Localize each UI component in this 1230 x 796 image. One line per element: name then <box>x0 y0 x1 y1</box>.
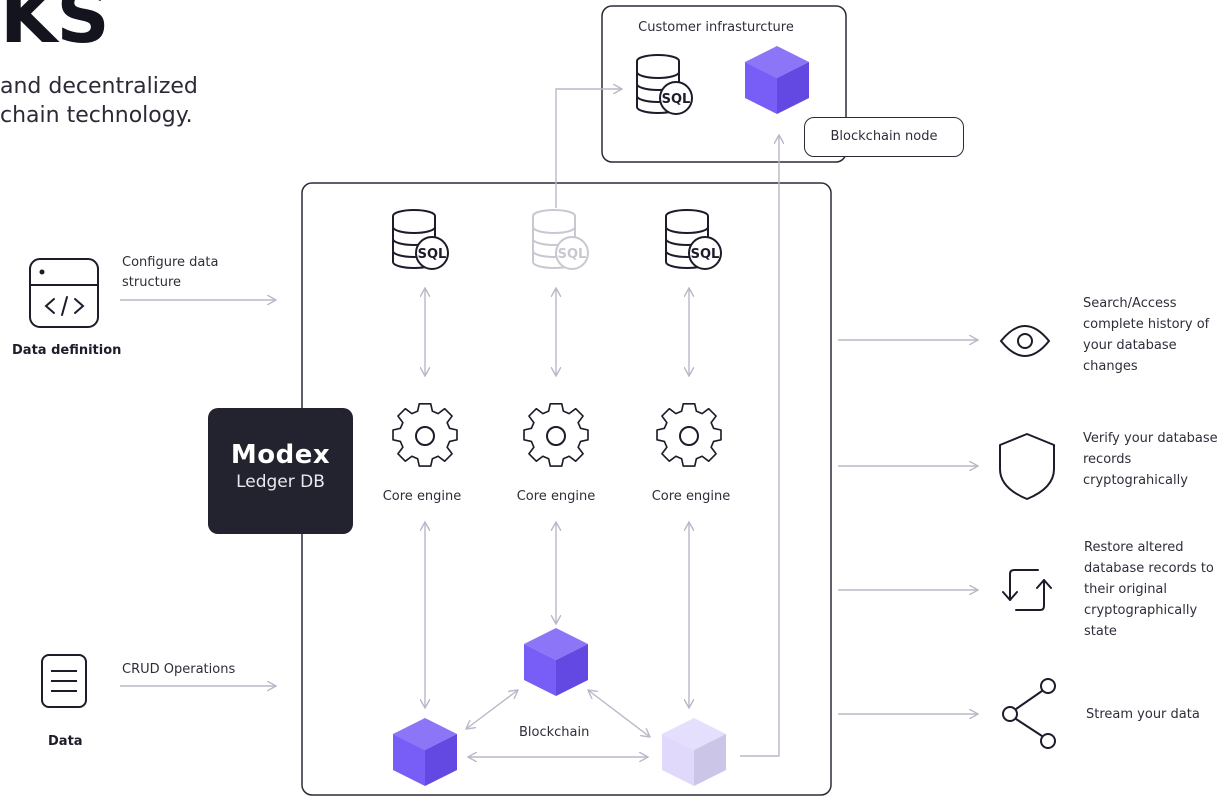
code-window-icon <box>29 258 99 328</box>
blockchain-node-cube-icon <box>745 46 809 114</box>
sql-badge: SQL <box>691 247 720 262</box>
customer-infrastructure-title: Customer infrasturcture <box>638 20 794 35</box>
logo-name: Modex <box>230 440 331 470</box>
intro-text: and decentralized chain technology. <box>0 74 198 128</box>
output-verify-label: Verify your database records cryptograhi… <box>1083 431 1218 488</box>
core-engine-label: Core engine <box>382 489 462 504</box>
output-restore-label: Restore altered database records to thei… <box>1084 540 1214 639</box>
customer-sql-database-icon: SQL <box>636 54 693 115</box>
output-stream-label: Stream your data <box>1086 707 1200 722</box>
peer-arrow <box>466 690 518 729</box>
sql-database-icon: SQL <box>665 209 722 270</box>
sql-badge: SQL <box>662 92 691 107</box>
gear-icon <box>656 402 722 468</box>
sql-database-replica-icon: SQL <box>532 209 589 270</box>
sql-database-icon: SQL <box>392 209 449 270</box>
blockchain-node-label: Blockchain node <box>804 117 964 157</box>
data-title: Data <box>48 734 83 749</box>
node-sync-arrow <box>740 135 779 757</box>
blockchain-label: Blockchain <box>519 725 590 740</box>
shield-icon <box>999 433 1055 500</box>
replication-arrow <box>555 89 622 208</box>
gear-icon <box>392 402 458 468</box>
logo-subtitle: Ledger DB <box>236 472 325 492</box>
blockchain-cube-icon <box>524 628 588 696</box>
document-icon <box>41 654 87 708</box>
sql-badge: SQL <box>418 247 447 262</box>
customer-infrastructure-box <box>601 5 847 163</box>
restore-icon <box>1002 569 1052 611</box>
blockchain-cube-light-icon <box>662 718 726 786</box>
core-engine-label: Core engine <box>516 489 596 504</box>
page-heading-fragment: KS <box>0 0 110 60</box>
data-definition-title: Data definition <box>12 343 122 358</box>
blockchain-cube-icon <box>393 718 457 786</box>
core-engine-label: Core engine <box>651 489 731 504</box>
peer-arrow <box>588 690 650 737</box>
share-icon <box>1002 678 1056 749</box>
crud-operations-caption: CRUD Operations <box>122 662 236 677</box>
configure-data-caption: Configure data structure <box>122 255 219 290</box>
eye-icon <box>999 325 1051 357</box>
sql-badge: SQL <box>558 247 587 262</box>
modex-logo: Modex Ledger DB <box>208 408 353 534</box>
output-search-label: Search/Access complete history of your d… <box>1083 296 1210 374</box>
gear-icon <box>523 402 589 468</box>
